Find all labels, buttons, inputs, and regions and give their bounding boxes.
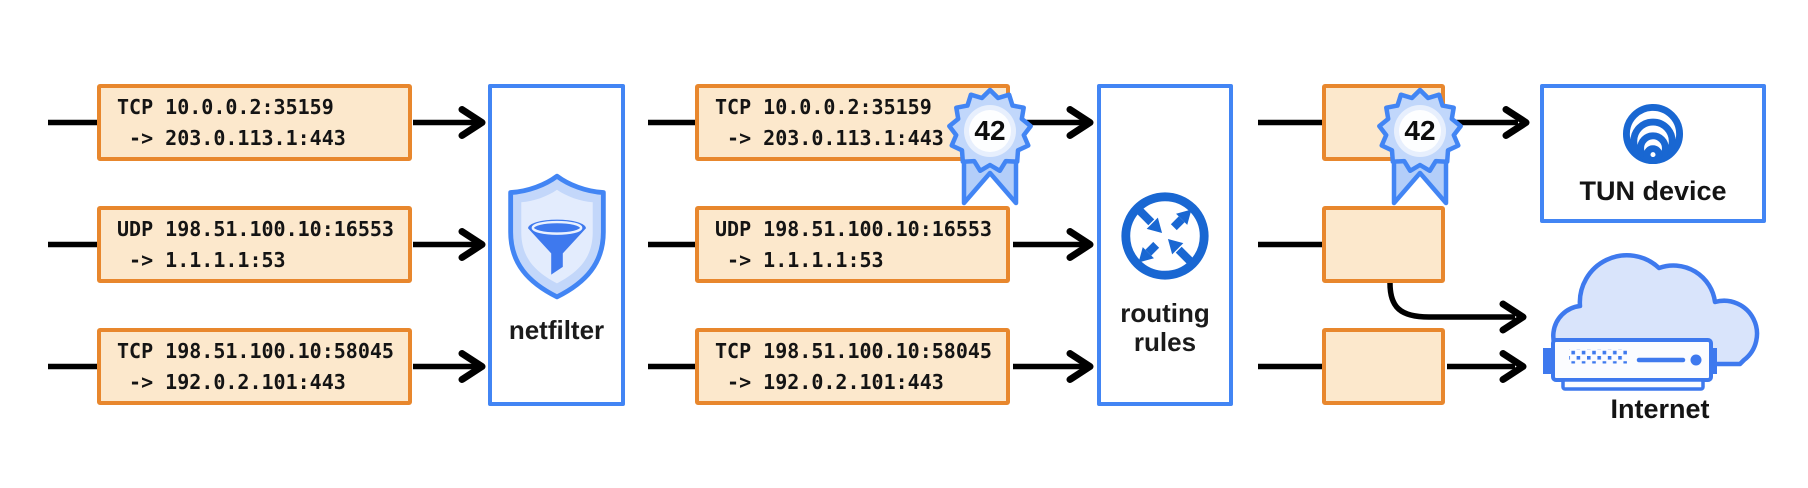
packet-box-pre-3: TCP 198.51.100.10:58045 -> 192.0.2.101:4… xyxy=(97,328,412,405)
packet-line-1: UDP 198.51.100.10:16553 xyxy=(117,216,394,241)
stage-label: netfilter xyxy=(508,314,605,345)
internet-label: Internet xyxy=(1610,394,1710,424)
routing-out-lines xyxy=(1258,119,1324,370)
packet-line-1: TCP 198.51.100.10:58045 xyxy=(117,338,394,363)
badge-value: 42 xyxy=(974,114,1006,146)
netfilter-stage: netfilter xyxy=(488,84,625,406)
packet-mark-badge: 42 xyxy=(1364,83,1476,235)
stage-label: routing rules xyxy=(1120,298,1210,357)
shield-filter-icon xyxy=(507,173,606,299)
packet-box-marked-2: UDP 198.51.100.10:16553 -> 1.1.1.1:53 xyxy=(695,206,1010,283)
packet-line-1: UDP 198.51.100.10:16553 xyxy=(715,216,992,241)
badge-value: 42 xyxy=(1404,114,1436,146)
packet-line-2: -> 192.0.2.101:443 xyxy=(117,369,346,394)
packet-line-2: -> 192.0.2.101:443 xyxy=(715,369,944,394)
packet-line-1: TCP 10.0.0.2:35159 xyxy=(715,94,932,119)
award-ribbon-icon xyxy=(1377,87,1463,206)
packet-mark-badge: 42 xyxy=(934,83,1046,235)
packet-line-2: -> 1.1.1.1:53 xyxy=(715,247,884,272)
internet-group: Internet xyxy=(1535,252,1785,424)
destination-arrows xyxy=(1387,119,1518,370)
inflow-lines xyxy=(48,119,99,370)
packet-slot-2 xyxy=(1322,206,1445,283)
packet-line-1: TCP 10.0.0.2:35159 xyxy=(117,94,334,119)
award-ribbon-icon xyxy=(947,87,1033,206)
packet-box-pre-1: TCP 10.0.0.2:35159 -> 203.0.113.1:443 xyxy=(97,84,412,161)
tun-device-label: TUN device xyxy=(1579,176,1727,206)
netfilter-out-lines xyxy=(648,119,699,370)
tun-device-box: TUN device xyxy=(1540,84,1766,223)
packet-line-1: TCP 198.51.100.10:58045 xyxy=(715,338,992,363)
cloud-server-icon xyxy=(1543,253,1760,391)
router-icon xyxy=(1121,192,1209,280)
packet-line-2: -> 203.0.113.1:443 xyxy=(715,125,944,150)
packet-line-2: -> 1.1.1.1:53 xyxy=(117,247,286,272)
tunnel-icon xyxy=(1622,103,1684,165)
netfilter-in-arrows xyxy=(413,119,476,370)
packet-line-2: -> 203.0.113.1:443 xyxy=(117,125,346,150)
routing-rules-stage: routing rules xyxy=(1097,84,1233,406)
packet-box-pre-2: UDP 198.51.100.10:16553 -> 1.1.1.1:53 xyxy=(97,206,412,283)
packet-box-marked-3: TCP 198.51.100.10:58045 -> 192.0.2.101:4… xyxy=(695,328,1010,405)
packet-slot-3 xyxy=(1322,328,1445,405)
